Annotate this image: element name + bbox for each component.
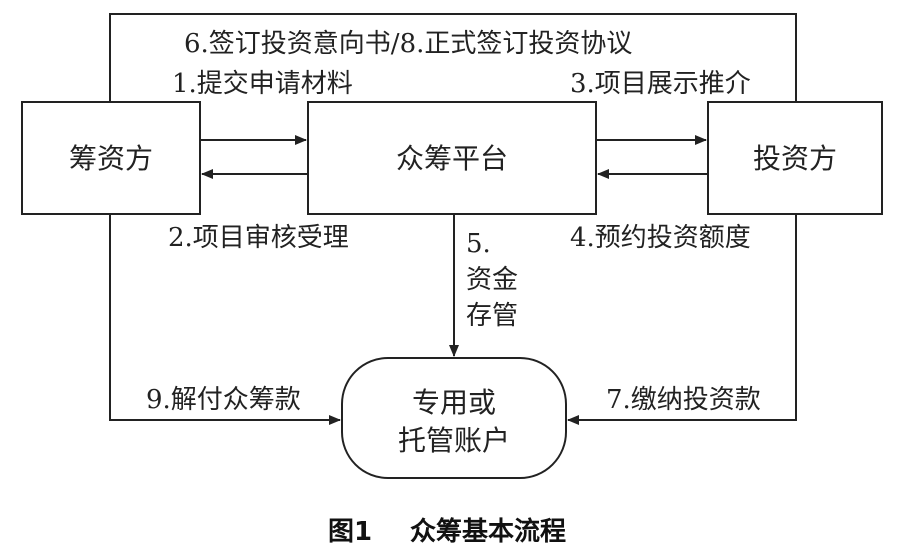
step7-label: 7.缴纳投资款: [606, 385, 761, 415]
investor-label: 投资方: [753, 142, 837, 175]
account-label-line1: 专用或: [412, 386, 496, 419]
release-funds-line: [109, 214, 341, 425]
step1-label: 1.提交申请材料: [172, 69, 353, 99]
top-loop-label: 6.签订投资意向书/8.正式签订投资协议: [184, 29, 632, 59]
step4-label: 4.预约投资额度: [570, 223, 751, 253]
platform-box: [307, 101, 597, 215]
figure-title: 众筹基本流程: [410, 516, 566, 547]
investor-box: [707, 101, 883, 215]
account-box: [341, 357, 567, 479]
platform-label: 众筹平台: [396, 142, 508, 175]
fundraiser-box: [21, 101, 201, 215]
step9-label: 9.解付众筹款: [146, 385, 301, 415]
step5-label-line1: 资金: [466, 265, 518, 295]
step5-number: 5.: [466, 229, 491, 259]
step5-label-line2: 存管: [466, 301, 518, 331]
account-label-line2: 托管账户: [398, 424, 510, 457]
pay-investment-line: [567, 214, 797, 425]
step2-label: 2.项目审核受理: [168, 223, 349, 253]
step3-label: 3.项目展示推介: [570, 69, 751, 99]
top-loop-line: [109, 13, 797, 102]
figure-number: 图1: [328, 517, 372, 547]
fundraiser-label: 筹资方: [69, 142, 153, 175]
